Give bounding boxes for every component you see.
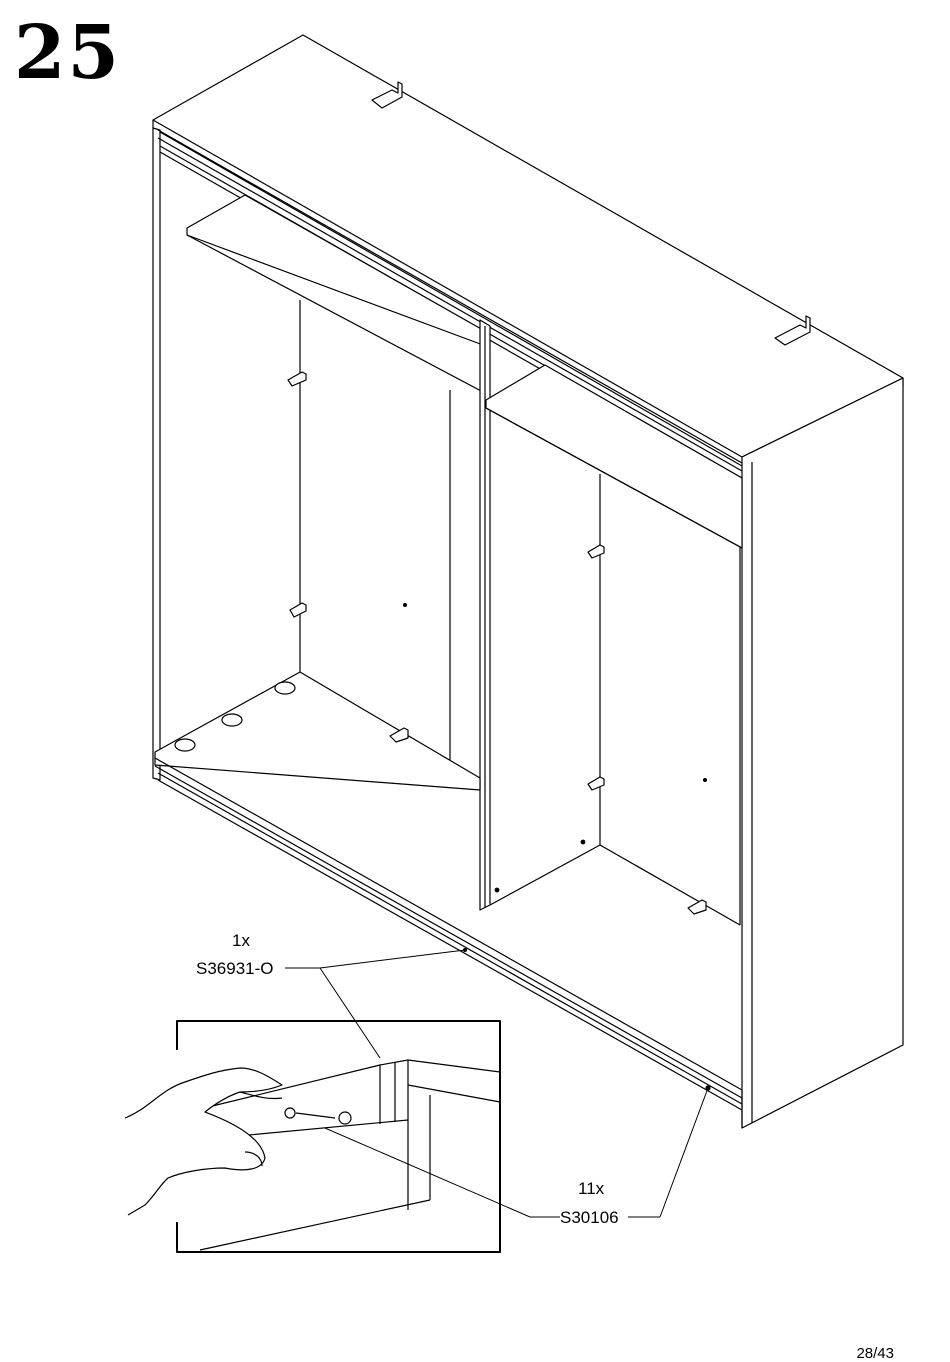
- left-side-panel: [153, 128, 160, 780]
- bottom-panel: [155, 672, 480, 790]
- screw-part-quantity: 11x: [578, 1180, 604, 1197]
- rail-part-quantity: 1x: [232, 932, 250, 949]
- rail-part-code: S36931-O: [196, 960, 274, 977]
- right-side-panel: [742, 378, 903, 1128]
- screw-part-code: S30106: [560, 1209, 619, 1226]
- page-indicator: 28/43: [856, 1345, 894, 1362]
- hand: [125, 1068, 282, 1215]
